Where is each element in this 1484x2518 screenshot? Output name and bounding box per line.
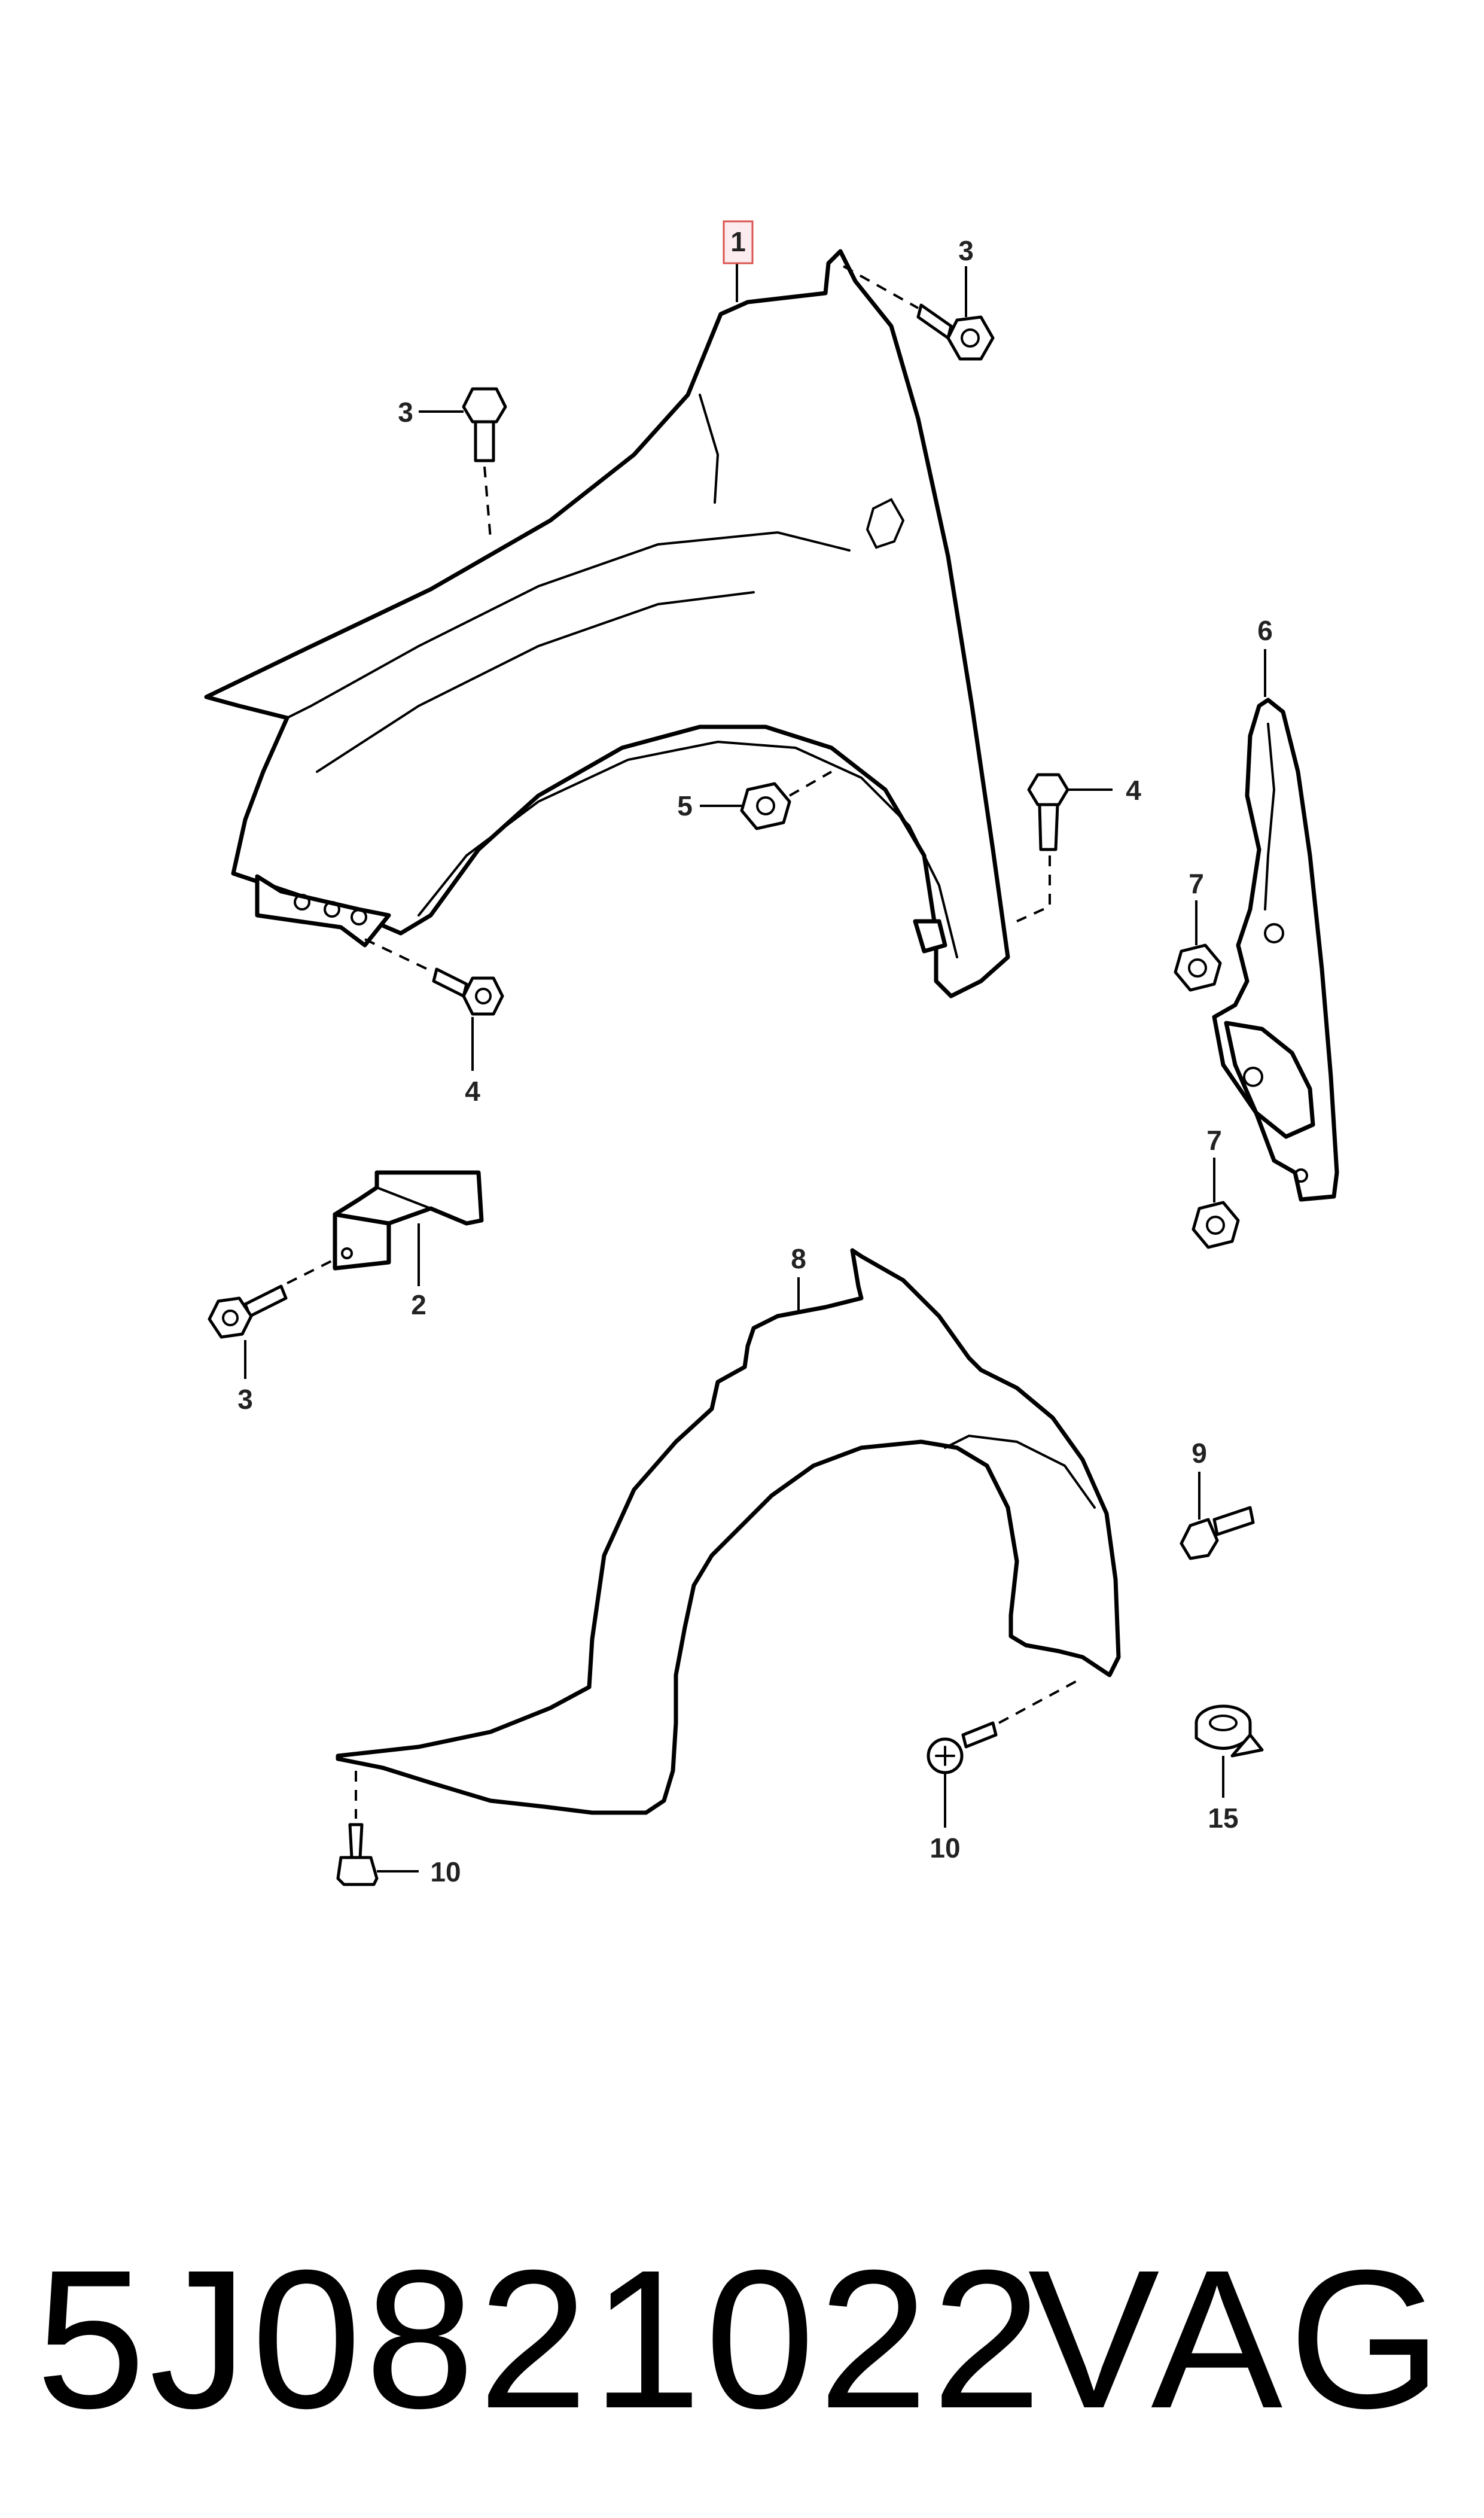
- parts-diagram: 1 3 3 5 4 4 6 7 7 2 3 8 9 10 10 15: [204, 220, 1339, 1887]
- fender-part[interactable]: [204, 249, 1010, 998]
- dash-line-bolt-4-right: [1016, 855, 1051, 922]
- bolt-3-top-right[interactable]: [916, 303, 995, 361]
- callout-4-right[interactable]: 4: [1126, 775, 1141, 806]
- callout-9[interactable]: 9: [1192, 1438, 1207, 1469]
- callout-15[interactable]: 15: [1208, 1803, 1238, 1834]
- screw-10-left[interactable]: [336, 1823, 379, 1886]
- dash-line-nut-5: [789, 771, 832, 797]
- callout-1[interactable]: 1: [730, 226, 746, 257]
- dash-line-bolt-4-bottom: [364, 938, 434, 973]
- clip-15[interactable]: [1194, 1704, 1264, 1758]
- callout-7-lower[interactable]: 7: [1206, 1125, 1222, 1156]
- rear-bracket-part[interactable]: [1212, 698, 1339, 1202]
- bolt-3-bottom-left[interactable]: [208, 1284, 288, 1339]
- small-bracket-part[interactable]: [333, 1170, 484, 1271]
- brand-name: VAG: [1028, 2228, 1448, 2449]
- part-number: 5J0821022: [36, 2228, 1046, 2449]
- wheel-arch-liner-part[interactable]: [336, 1248, 1121, 1815]
- dash-line-bolt-3-left: [483, 466, 492, 539]
- bolt-4-right[interactable]: [1027, 773, 1069, 851]
- callout-7-upper[interactable]: 7: [1189, 868, 1204, 899]
- dash-line-screw-10-right: [998, 1680, 1077, 1724]
- callout-4-bottom[interactable]: 4: [465, 1076, 480, 1107]
- callout-5[interactable]: 5: [677, 790, 693, 821]
- callout-10-left[interactable]: 10: [430, 1856, 461, 1887]
- callout-3-top-right[interactable]: 3: [958, 235, 974, 266]
- footer: 5J0821022 VAG: [0, 2213, 1484, 2465]
- callout-1-highlight: [723, 220, 754, 264]
- bolt-4-bottom[interactable]: [432, 967, 504, 1016]
- callout-2[interactable]: 2: [411, 1289, 426, 1320]
- dash-line-bolt-3-bottom-left: [287, 1258, 336, 1284]
- screw-10-right[interactable]: [927, 1721, 998, 1774]
- callout-10-right[interactable]: 10: [930, 1832, 960, 1864]
- nut-7-lower[interactable]: [1192, 1201, 1240, 1249]
- dash-line-bolt-3-top-right: [843, 265, 919, 309]
- bolt-9[interactable]: [1180, 1506, 1255, 1560]
- callout-8[interactable]: 8: [791, 1243, 806, 1274]
- callout-3-left[interactable]: 3: [398, 397, 413, 428]
- nut-7-upper[interactable]: [1174, 943, 1222, 992]
- callout-6[interactable]: 6: [1257, 615, 1273, 646]
- callout-3-bottom-left[interactable]: 3: [237, 1384, 253, 1415]
- nut-5[interactable]: [740, 782, 791, 830]
- bolt-3-left[interactable]: [462, 387, 507, 462]
